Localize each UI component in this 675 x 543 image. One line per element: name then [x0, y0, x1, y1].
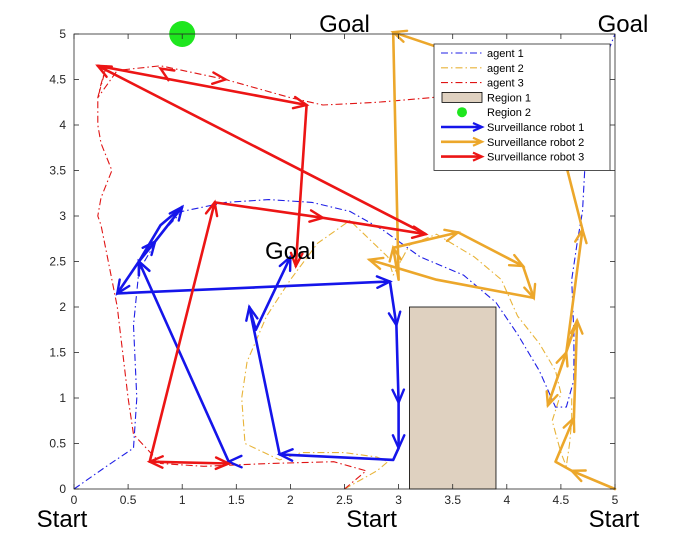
- series-surveillance-robot-3-arrowhead: [289, 251, 304, 269]
- series-surveillance-robot-2-arrowhead: [523, 282, 537, 301]
- series-surveillance-robot-1-arrowhead: [375, 275, 393, 289]
- series-surveillance-robot-1-arrowhead: [391, 388, 406, 406]
- series-surveillance-robot-2-arrowhead: [569, 317, 584, 335]
- annotation-goal: Goal: [265, 238, 316, 265]
- legend-label-region-1: Region 1: [487, 92, 531, 104]
- y-tick-label: 3.5: [49, 164, 66, 178]
- y-tick-label: 2: [59, 300, 66, 314]
- x-tick-label: 5: [612, 493, 619, 507]
- legend-swatch-surveillance-robot-3-arrowhead: [472, 151, 485, 162]
- series-surveillance-robot-1-arrowhead: [141, 239, 157, 257]
- series-surveillance-robot-2-arrowhead: [390, 29, 409, 43]
- series-agent-1-line: [73, 33, 616, 490]
- series-surveillance-robot-2-arrowhead: [545, 390, 559, 409]
- y-tick-label: 3: [59, 209, 66, 223]
- y-tick-label: 4: [59, 118, 66, 132]
- series-agent-3-line: [97, 51, 540, 490]
- series-surveillance-robot-3-arrowhead: [210, 71, 229, 86]
- legend-label-agent-2: agent 2: [487, 63, 524, 75]
- series-surveillance-robot-3-arrowhead: [308, 209, 326, 223]
- annotation-start: Start: [589, 506, 640, 533]
- legend-box: [433, 43, 611, 171]
- legend-swatch-region-2: [457, 107, 467, 118]
- series-surveillance-robot-2-arrowhead: [555, 349, 569, 368]
- x-tick-label: 3.5: [444, 493, 461, 507]
- series-surveillance-robot-2-arrowhead: [388, 244, 403, 263]
- x-tick-label: 4.5: [553, 493, 570, 507]
- series-surveillance-robot-1-arrowhead: [387, 310, 402, 329]
- series-surveillance-robot-3-arrowhead: [158, 67, 176, 82]
- series-surveillance-robot-3-arrowhead: [146, 455, 164, 469]
- series-surveillance-robot-2-arrowhead: [562, 415, 576, 434]
- series-surveillance-robot-1-arrowhead: [245, 304, 259, 322]
- y-tick-label: 2.5: [49, 255, 66, 269]
- y-tick-label: 1: [59, 391, 66, 405]
- region-1-rect: [409, 306, 497, 490]
- series-surveillance-robot-3-arrowhead: [410, 225, 429, 240]
- annotation-goal: Goal: [598, 11, 649, 38]
- x-tick-label: 0.5: [120, 493, 137, 507]
- x-tick-label: 1: [179, 493, 186, 507]
- x-tick-label: 0: [71, 493, 78, 507]
- x-tick-label: 1.5: [228, 493, 245, 507]
- y-tick-label: 1.5: [49, 346, 66, 360]
- x-tick-label: 2.5: [336, 493, 353, 507]
- series-surveillance-robot-3-arrowhead: [204, 199, 219, 218]
- legend-label-surveillance-robot-2: Surveillance robot 2: [487, 137, 584, 149]
- x-tick-label: 2: [287, 493, 294, 507]
- series-surveillance-robot-2-arrowhead: [574, 226, 588, 245]
- series-surveillance-robot-1-arrowhead: [137, 258, 151, 277]
- legend-label-region-2: Region 2: [487, 107, 531, 119]
- x-tick-label: 3: [395, 493, 402, 507]
- legend: agent 1 agent 2 agent 3 Region 1 Region 2 Sur…: [433, 43, 611, 171]
- series-surveillance-robot-1-arrowhead: [168, 204, 185, 222]
- series-surveillance-robot-2-arrowhead: [366, 256, 385, 270]
- annotation-goal: Goal: [319, 11, 370, 38]
- legend-swatch-surveillance-robot-2-arrowhead: [472, 136, 485, 147]
- annotation-start: Start: [37, 506, 88, 533]
- y-tick-label: 4.5: [49, 73, 66, 87]
- legend-swatch-surveillance-robot-1-arrowhead: [472, 121, 485, 133]
- axes: 0 0.5 1 1.5 2 2.5 3 3.5 4 4.5 5 0 0.5 1 1.5 2 2.5 3 3.5 4 4.…: [49, 27, 618, 507]
- series-surveillance-robot-1-arrowhead: [276, 448, 294, 462]
- series-surveillance-robot-1-arrowhead: [391, 434, 406, 452]
- x-tick-label: 4: [503, 493, 510, 507]
- y-tick-label: 0: [59, 482, 66, 496]
- series-surveillance-robot-1-arrowhead: [225, 454, 243, 469]
- legend-label-agent-1: agent 1: [487, 48, 524, 60]
- annotation-start: Start: [346, 506, 397, 533]
- series-surveillance-robot-1-arrowhead: [115, 278, 131, 296]
- series-surveillance-robot-1-arrowhead: [278, 254, 292, 273]
- series-surveillance-robot-2-arrowhead: [568, 469, 587, 483]
- y-tick-label: 5: [59, 27, 66, 41]
- legend-label-surveillance-robot-3: Surveillance robot 3: [487, 152, 584, 164]
- legend-swatch-region-1: [441, 92, 483, 103]
- series-surveillance-robot-3-arrowhead: [214, 456, 232, 471]
- series-surveillance-robot-3-arrowhead: [291, 95, 310, 110]
- series-surveillance-robot-1-line: [116, 205, 400, 464]
- series-surveillance-robot-2-arrowhead: [507, 253, 526, 268]
- series-surveillance-robot-3-arrowhead: [95, 64, 114, 79]
- series-surveillance-robot-2-arrowhead: [443, 228, 461, 243]
- legend-label-surveillance-robot-1: Surveillance robot 1: [487, 122, 584, 134]
- y-tick-label: 0.5: [49, 437, 66, 451]
- legend-label-agent-3: agent 3: [487, 78, 524, 90]
